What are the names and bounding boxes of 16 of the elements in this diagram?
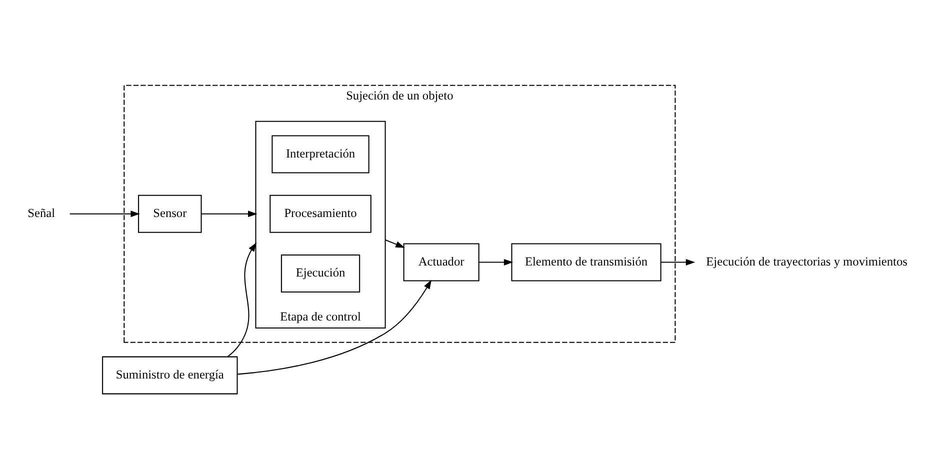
arrow <box>226 242 256 357</box>
node-box: Procesamiento <box>269 194 371 233</box>
arrow <box>200 210 257 218</box>
arrow <box>660 258 695 266</box>
node-box: Sensor <box>138 194 202 233</box>
node-box: Ejecución <box>280 254 360 293</box>
node-text: Ejecución de trayectorias y movimientos <box>706 254 907 268</box>
arrow <box>384 239 404 248</box>
node-box: Suministro de energía <box>102 356 238 394</box>
node-box: Actuador <box>402 243 479 282</box>
arrow <box>69 210 140 218</box>
node-box: Interpretación <box>271 135 369 174</box>
node-text: Señal <box>27 206 55 220</box>
node-box: Elemento de transmisión <box>510 243 661 282</box>
arrow <box>237 280 432 375</box>
arrow <box>478 258 513 266</box>
